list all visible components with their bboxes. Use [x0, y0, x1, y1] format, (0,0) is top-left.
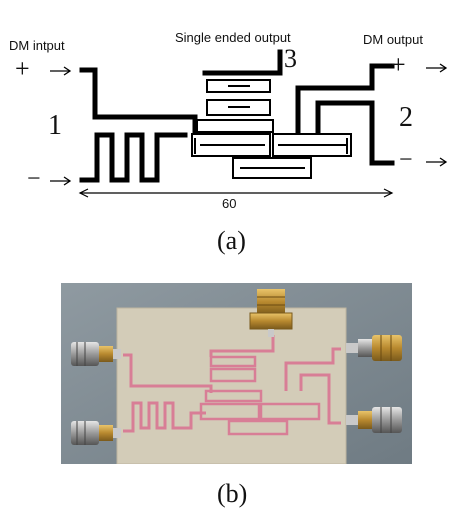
sma-connector-top	[249, 289, 293, 337]
dimension-line	[78, 188, 394, 198]
caption-a: (a)	[217, 226, 246, 255]
output-minus-line	[315, 100, 395, 166]
caption-b: (b)	[217, 479, 248, 508]
input-plus-line	[79, 67, 198, 135]
dimension-value: 60	[222, 196, 237, 211]
single-output-line	[202, 49, 283, 76]
dm-output-label: DM output	[363, 32, 423, 47]
meander-line	[79, 132, 188, 183]
output-plus-sign: +	[391, 50, 406, 79]
pink-traces	[123, 335, 341, 433]
port-1-label: 1	[48, 110, 62, 141]
layout-diagram	[50, 49, 448, 198]
resonator-gaps	[194, 85, 348, 169]
input-plus-sign: +	[15, 54, 30, 83]
port-2-label: 2	[399, 102, 413, 133]
input-minus-sign: −	[27, 166, 41, 192]
port-3-label: 3	[284, 44, 297, 73]
output-minus-sign: −	[399, 147, 413, 173]
sma-connector-left-top	[71, 342, 121, 366]
board-photo	[61, 283, 412, 464]
microstrip-lines	[79, 49, 395, 183]
port-arrows	[50, 63, 448, 186]
pink-resonators	[199, 355, 321, 436]
sma-connector-right-bottom	[346, 407, 402, 433]
output-plus-line	[295, 63, 395, 143]
dm-input-label: DM intput	[9, 38, 65, 53]
single-output-label: Single ended output	[175, 30, 291, 45]
resonator-mid-1	[196, 119, 274, 133]
sma-connector-right-top	[346, 335, 402, 361]
resonators	[191, 79, 352, 179]
sma-connector-left-bottom	[71, 421, 121, 445]
